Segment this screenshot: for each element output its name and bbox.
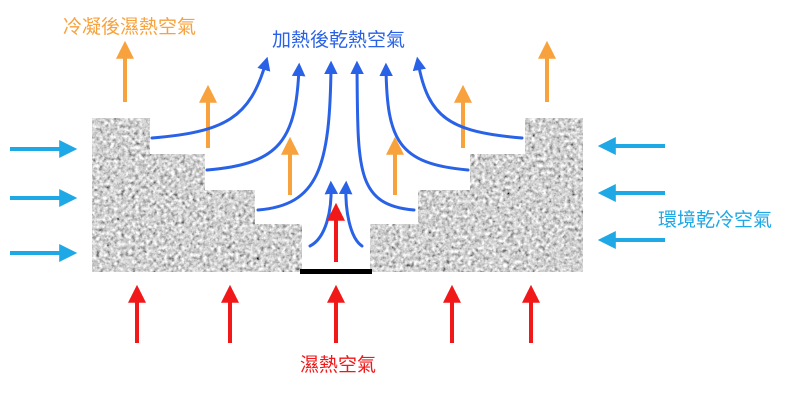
moist-hot-air-arrows xyxy=(128,202,540,343)
ambient-air-arrows xyxy=(10,137,665,262)
label-moist-hot-air: 濕熱空氣 xyxy=(300,354,376,376)
label-heated-dry-air: 加熱後乾熱空氣 xyxy=(272,29,405,51)
blue-curve-arrow xyxy=(350,60,416,212)
base-plate xyxy=(300,269,372,274)
blue-curve-arrow xyxy=(412,56,524,140)
blue-curve-arrow xyxy=(256,60,338,212)
fill-block xyxy=(92,118,583,274)
label-ambient-dry-cold-air: 環境乾冷空氣 xyxy=(658,209,772,231)
label-condensed-moist-air: 冷凝後濕熱空氣 xyxy=(63,16,196,38)
fill-block-texture xyxy=(92,118,583,272)
blue-inner-arrow xyxy=(308,180,339,248)
blue-inner-arrow xyxy=(338,180,364,248)
blue-curve-arrow xyxy=(205,62,306,172)
blue-curve-arrow xyxy=(150,56,271,140)
condensed-air-arrows xyxy=(116,40,556,195)
heated-air-arrows xyxy=(150,56,524,248)
blue-curve-arrow xyxy=(379,62,470,172)
